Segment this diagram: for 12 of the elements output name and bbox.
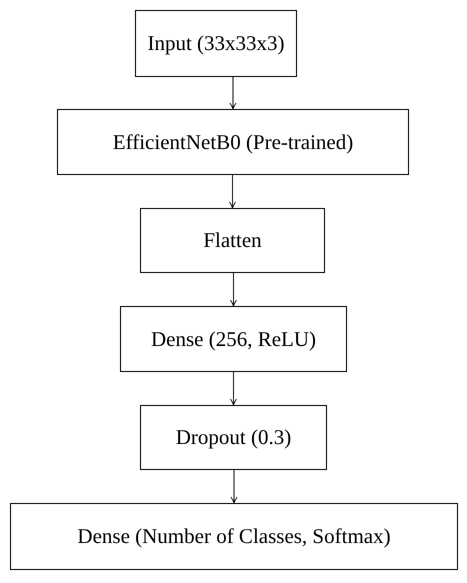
layer-label: Dropout (0.3) xyxy=(176,424,292,451)
layer-label: Input (33x33x3) xyxy=(147,30,285,57)
process-box xyxy=(135,10,297,77)
process-box xyxy=(10,503,458,570)
layer-label: Dense (256, ReLU) xyxy=(150,326,316,352)
layer-label: Dense (Number of Classes, Softmax) xyxy=(77,523,391,550)
process-box xyxy=(140,405,327,470)
process-box xyxy=(57,109,409,175)
process-box xyxy=(140,208,325,273)
layer-label: Flatten xyxy=(203,227,262,254)
process-box xyxy=(120,306,347,372)
layer-label: EfficientNetB0 (Pre-trained) xyxy=(112,128,354,156)
